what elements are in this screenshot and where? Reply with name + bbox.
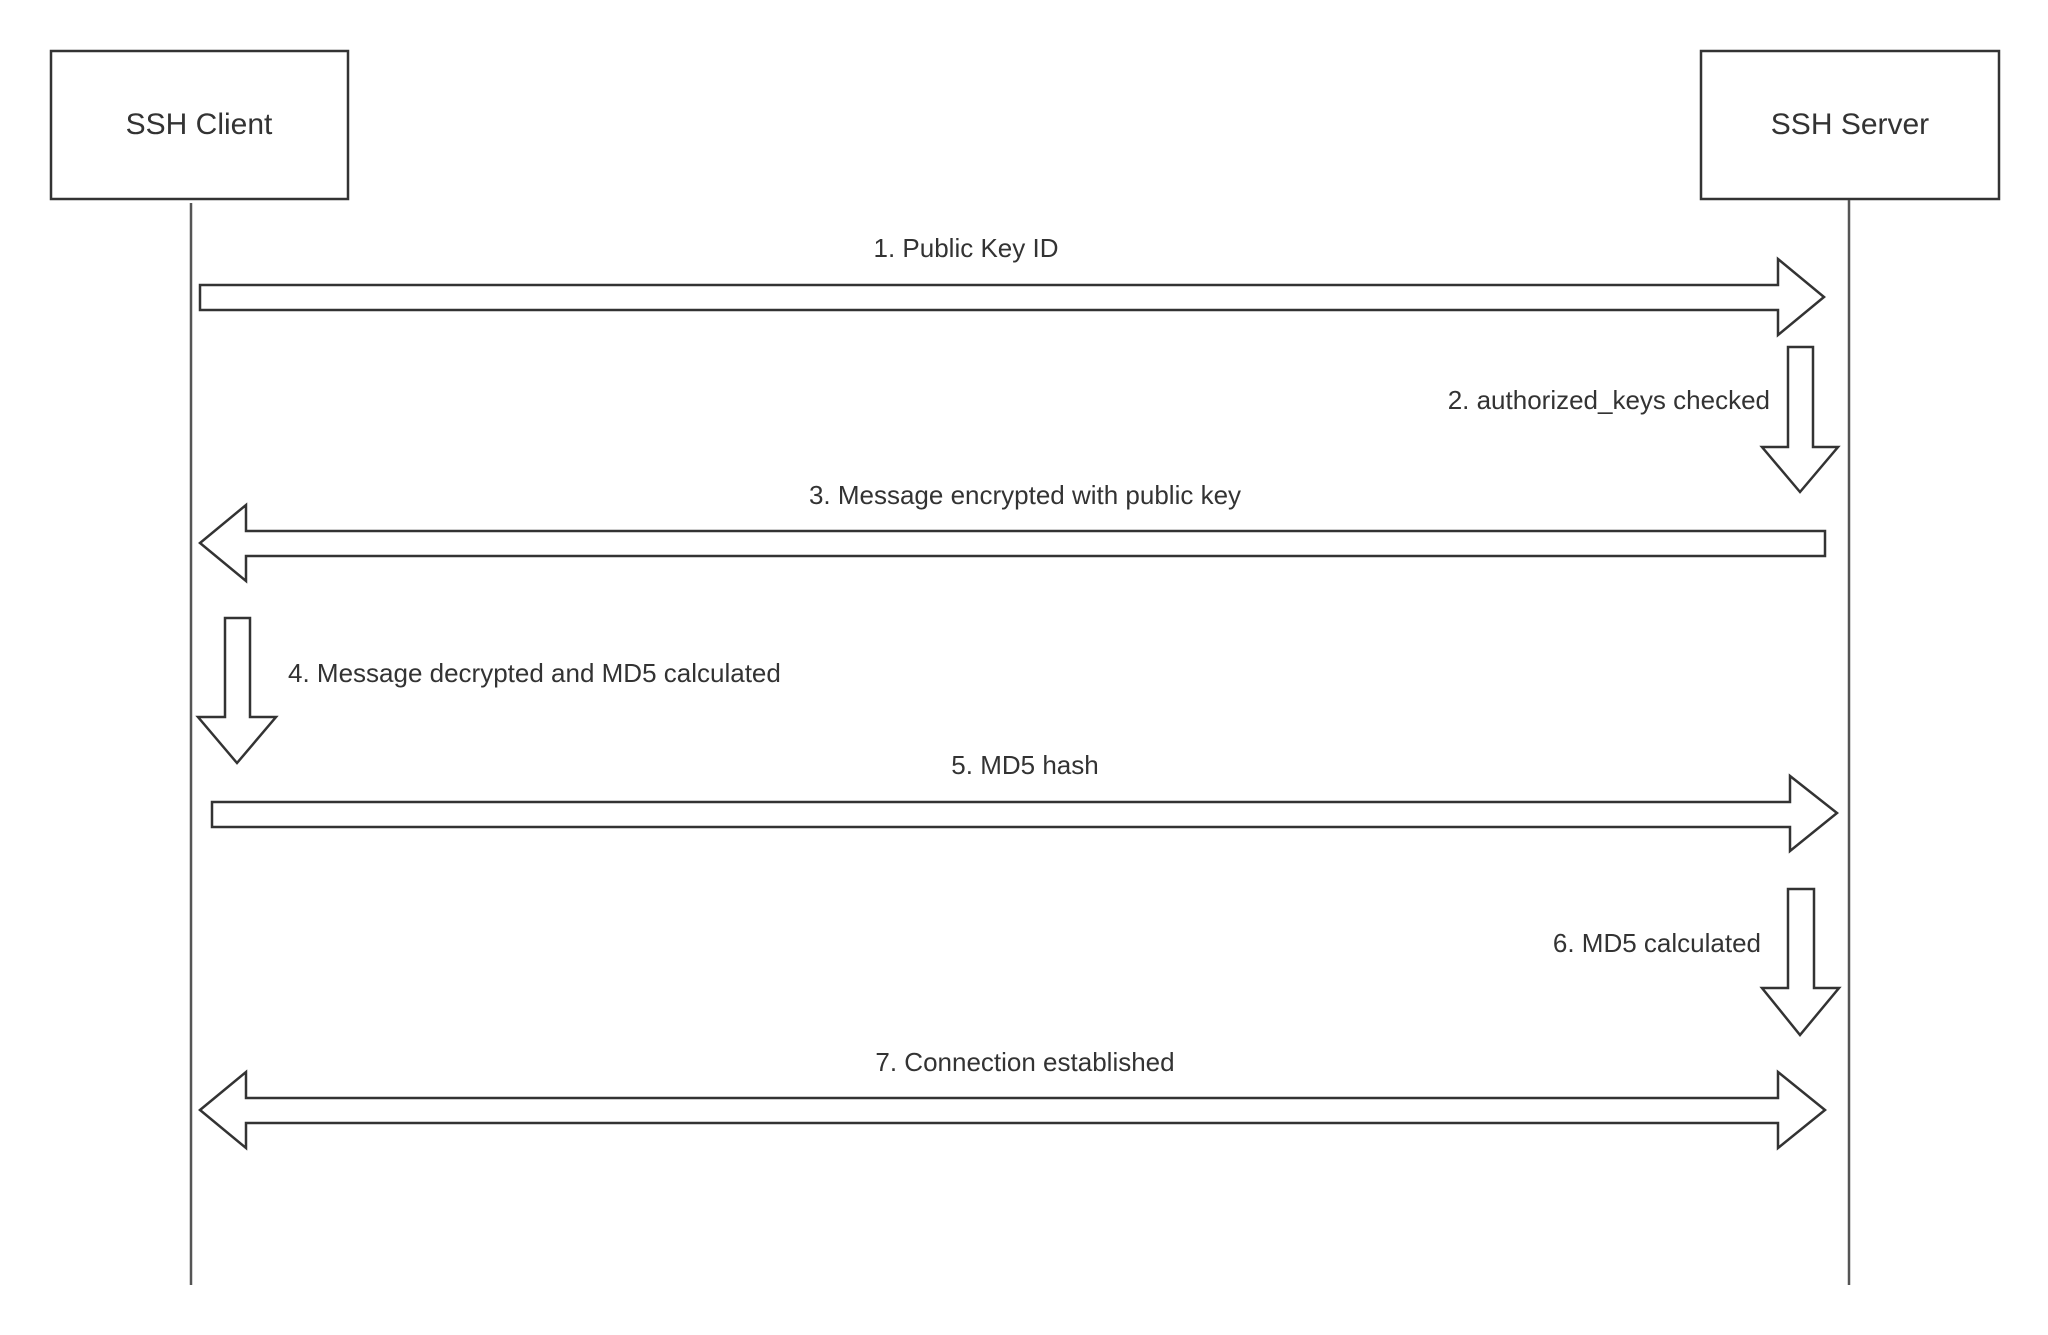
message-4-label: 4. Message decrypted and MD5 calculated (288, 658, 781, 688)
down-arrow-icon (1759, 887, 1842, 1037)
message-4: 4. Message decrypted and MD5 calculated (195, 616, 781, 765)
server-label: SSH Server (1771, 108, 1929, 141)
message-5: 5. MD5 hash (210, 750, 1840, 854)
message-3: 3. Message encrypted with public key (198, 480, 1827, 584)
left-arrow-icon (198, 502, 1827, 584)
right-arrow-icon (210, 773, 1840, 854)
message-5-label: 5. MD5 hash (951, 750, 1098, 780)
message-1: 1. Public Key ID (198, 233, 1826, 338)
participant-server[interactable]: SSH Server (1699, 49, 2001, 201)
double-arrow-icon (198, 1069, 1827, 1151)
client-label: SSH Client (126, 108, 273, 141)
message-7: 7. Connection established (198, 1047, 1827, 1151)
participant-client[interactable]: SSH Client (49, 49, 350, 201)
message-3-label: 3. Message encrypted with public key (809, 480, 1241, 510)
message-6-label: 6. MD5 calculated (1553, 928, 1761, 958)
message-7-label: 7. Connection established (875, 1047, 1174, 1077)
message-2: 2. authorized_keys checked (1448, 345, 1841, 494)
message-6: 6. MD5 calculated (1553, 887, 1842, 1037)
server-box[interactable] (1699, 49, 2001, 201)
down-arrow-icon (195, 616, 279, 765)
down-arrow-icon (1759, 345, 1841, 494)
client-box[interactable] (49, 49, 350, 201)
message-1-label: 1. Public Key ID (874, 233, 1059, 263)
right-arrow-icon (198, 256, 1826, 338)
message-2-label: 2. authorized_keys checked (1448, 385, 1770, 415)
